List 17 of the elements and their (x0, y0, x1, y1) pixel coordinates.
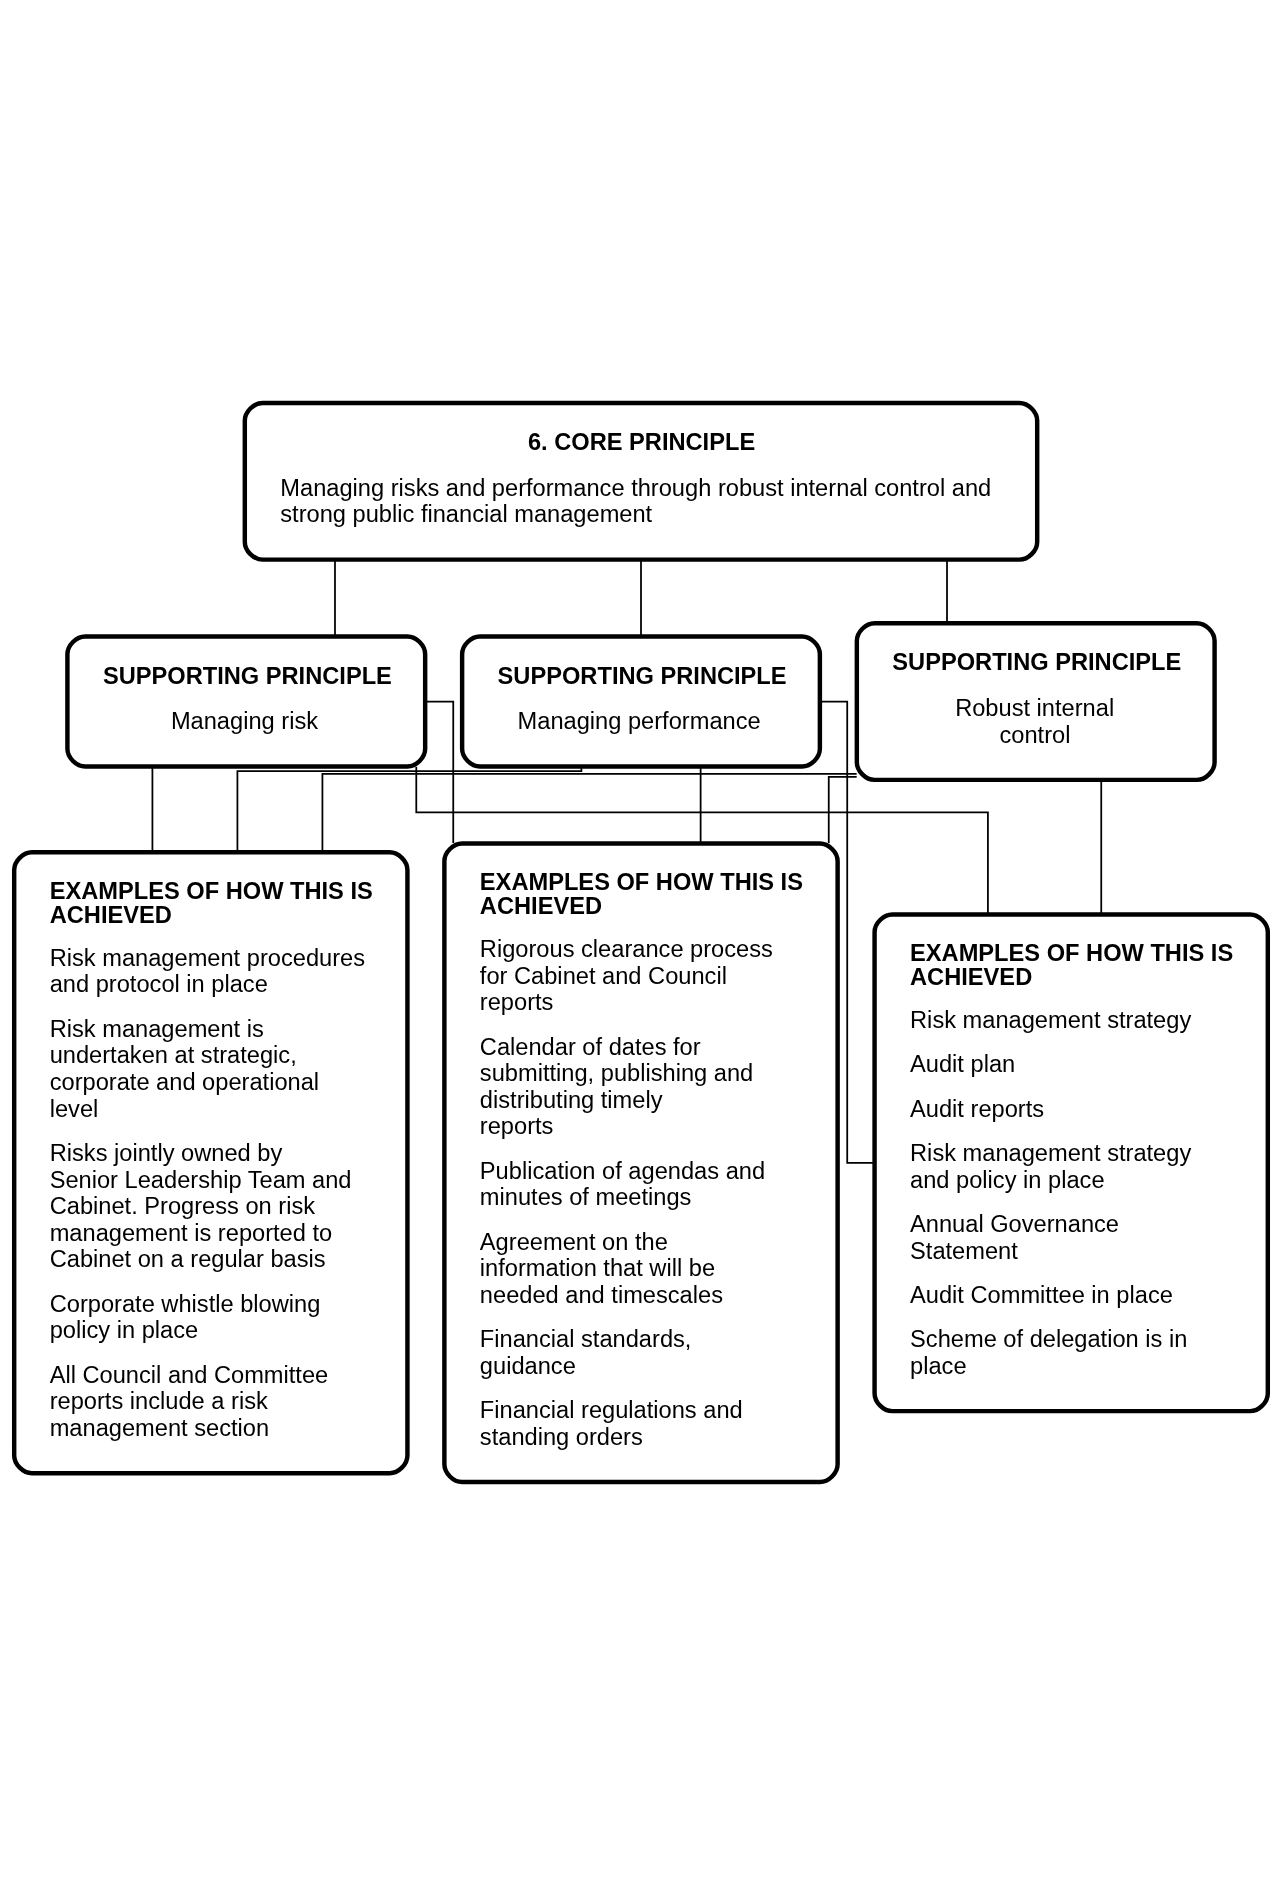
connector (819, 700, 876, 1164)
connector (640, 559, 642, 638)
connector (1100, 779, 1103, 915)
connector (334, 559, 336, 638)
node-box: EXAMPLES OF HOW THIS IS ACHIEVED Risk management procedures and protocol in place Risk management is undertaken at strategic, corporate and operational level Risks jointly owned by Senior Leadership Team and Cabinet. Progress on risk management is reported to Cabinet on a regular basis Corporate whistle blowing policy in place All Council and Committee reports include a risk management section (11, 850, 410, 1476)
node-box: EXAMPLES OF HOW THIS IS ACHIEVED Risk management strategy Audit plan Audit reports Risk management strategy and policy in place Annual Governance Statement Audit Committee in place Scheme of delegation is in place (872, 912, 1271, 1414)
node-box: SUPPORTING PRINCIPLE Robust internal control (854, 620, 1217, 783)
connector (827, 776, 858, 845)
connector (415, 765, 989, 916)
connector (699, 765, 702, 845)
node-box: 6. CORE PRINCIPLE Managing risks and performance through robust internal control and strong public financial management (242, 400, 1040, 562)
connector (424, 700, 455, 844)
connector (151, 765, 154, 853)
connector (946, 559, 948, 624)
node-box: EXAMPLES OF HOW THIS IS ACHIEVED Rigorous clearance process for Cabinet and Council reports Calendar of dates for submitting, publishing and distributing timely reports Publication of agendas and minutes of meetings Agreement on the information that will be needed and timescales Financial standards, guidance Financial regulations and standing orders (442, 841, 840, 1485)
node-box: SUPPORTING PRINCIPLE Managing performance (459, 634, 823, 769)
node-box: SUPPORTING PRINCIPLE Managing risk (65, 634, 428, 769)
